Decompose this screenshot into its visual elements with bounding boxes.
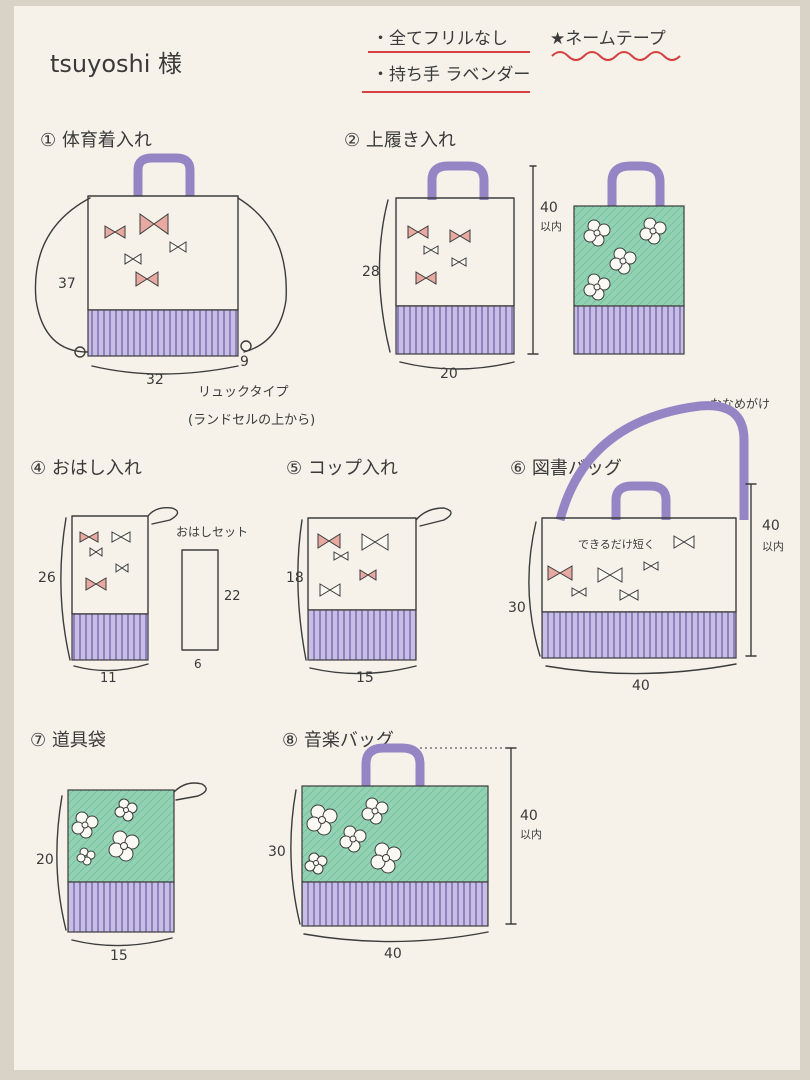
item-1-note-line-2: (ランドセルの上から) (188, 413, 315, 428)
item-7-label: ⑦ 道具袋 (30, 730, 106, 751)
item-1-note-line-1: リュックタイプ (198, 385, 288, 400)
item-4-loop (147, 506, 179, 525)
dimension-line (56, 795, 67, 931)
item-3-handle (607, 161, 665, 208)
customer-name: tsuyoshi 様 (50, 50, 182, 78)
flower-icon (583, 217, 667, 301)
item-1-height: 37 (58, 276, 76, 292)
dimension-line (91, 365, 239, 375)
dimension-line (505, 747, 517, 925)
item-1-stripe-band (87, 309, 239, 357)
dimension-line (545, 663, 737, 675)
dimension-line (303, 931, 489, 943)
dimension-line (71, 937, 173, 947)
item-1-strap-right (237, 197, 287, 353)
item-6-stripe-band (541, 611, 737, 659)
item-4-set-height: 22 (224, 589, 241, 604)
item-7-stripe-band (67, 881, 175, 933)
item-2-label: ② 上履き入れ (344, 130, 456, 151)
item-1-ring-right (240, 340, 252, 352)
bow-icon (79, 531, 131, 591)
item-2-height: 28 (362, 264, 380, 280)
item-5-height: 18 (286, 570, 304, 586)
item-4-height: 26 (38, 570, 56, 586)
flower-icon (304, 797, 402, 875)
item-7-loop (173, 782, 207, 801)
dimension-line (60, 517, 71, 661)
dimension-line (297, 519, 307, 661)
item-5-label: ⑤ コップ入れ (286, 458, 398, 479)
dimension-line (378, 199, 391, 353)
item-8-limit: 以内 (520, 827, 542, 841)
item-1-strap-left (34, 197, 91, 353)
item-6-total-height: 40 (762, 518, 780, 534)
flower-icon (71, 798, 140, 866)
item-1-label: ① 体育着入れ (40, 130, 152, 151)
item-4-width: 11 (100, 671, 117, 686)
dimension-line (528, 521, 541, 657)
item-6-crossbody-strap (555, 401, 749, 522)
item-3-limit: 以内 (540, 219, 562, 233)
item-8-label: ⑧ 音楽バッグ (282, 730, 394, 751)
item-3-height: 40 (540, 200, 558, 216)
item-7-width: 15 (110, 948, 128, 964)
item-4-set-width: 6 (194, 657, 202, 671)
item-2-width: 20 (440, 366, 458, 382)
dimension-line (73, 663, 149, 672)
bow-icon (104, 213, 187, 287)
note-handle-lavender: ・持ち手 ラベンダー (372, 65, 530, 85)
item-6-limit: 以内 (762, 539, 784, 553)
item-1-width: 32 (146, 372, 164, 388)
wavy-underline (551, 51, 681, 61)
item-8-stripe-band (301, 881, 489, 927)
item-5-loop (415, 507, 452, 527)
dimension-line (309, 665, 417, 675)
dimension-line (290, 789, 301, 925)
item-2-stripe-band (395, 305, 515, 355)
item-8-width: 40 (384, 946, 402, 962)
dimension-line (527, 165, 539, 355)
chopstick-set-outline (181, 549, 219, 651)
item-6-short-note: できるだけ短く (578, 537, 655, 551)
name-tape-note: ★ネームテープ (550, 29, 666, 49)
item-6-height: 30 (508, 600, 526, 616)
item-1-handle (133, 153, 195, 196)
item-4-stripe-band (71, 613, 149, 661)
item-3-stripe-band (573, 305, 685, 355)
item-5-width: 15 (356, 670, 374, 686)
item-8-height: 30 (268, 844, 286, 860)
item-6-label: ⑥ 図書バッグ (510, 458, 622, 479)
item-5-stripe-band (307, 609, 417, 661)
item-8-handle (361, 743, 425, 790)
bow-icon (547, 535, 695, 601)
item-7-height: 20 (36, 852, 54, 868)
chopstick-set-label: おはしセット (176, 525, 248, 539)
item-8-total-height: 40 (520, 808, 538, 824)
item-6-width: 40 (632, 678, 650, 694)
item-2-handle (427, 161, 489, 200)
item-6-handle (611, 481, 671, 520)
bow-icon (407, 225, 471, 285)
item-4-label: ④ おはし入れ (30, 458, 142, 479)
dimension-line (399, 361, 515, 370)
dimension-line (745, 483, 757, 657)
bow-icon (317, 533, 389, 597)
note-no-frill: ・全てフリルなし (372, 29, 508, 49)
item-1-ring-left (74, 346, 86, 358)
item-1-gusset: 9 (240, 354, 249, 370)
